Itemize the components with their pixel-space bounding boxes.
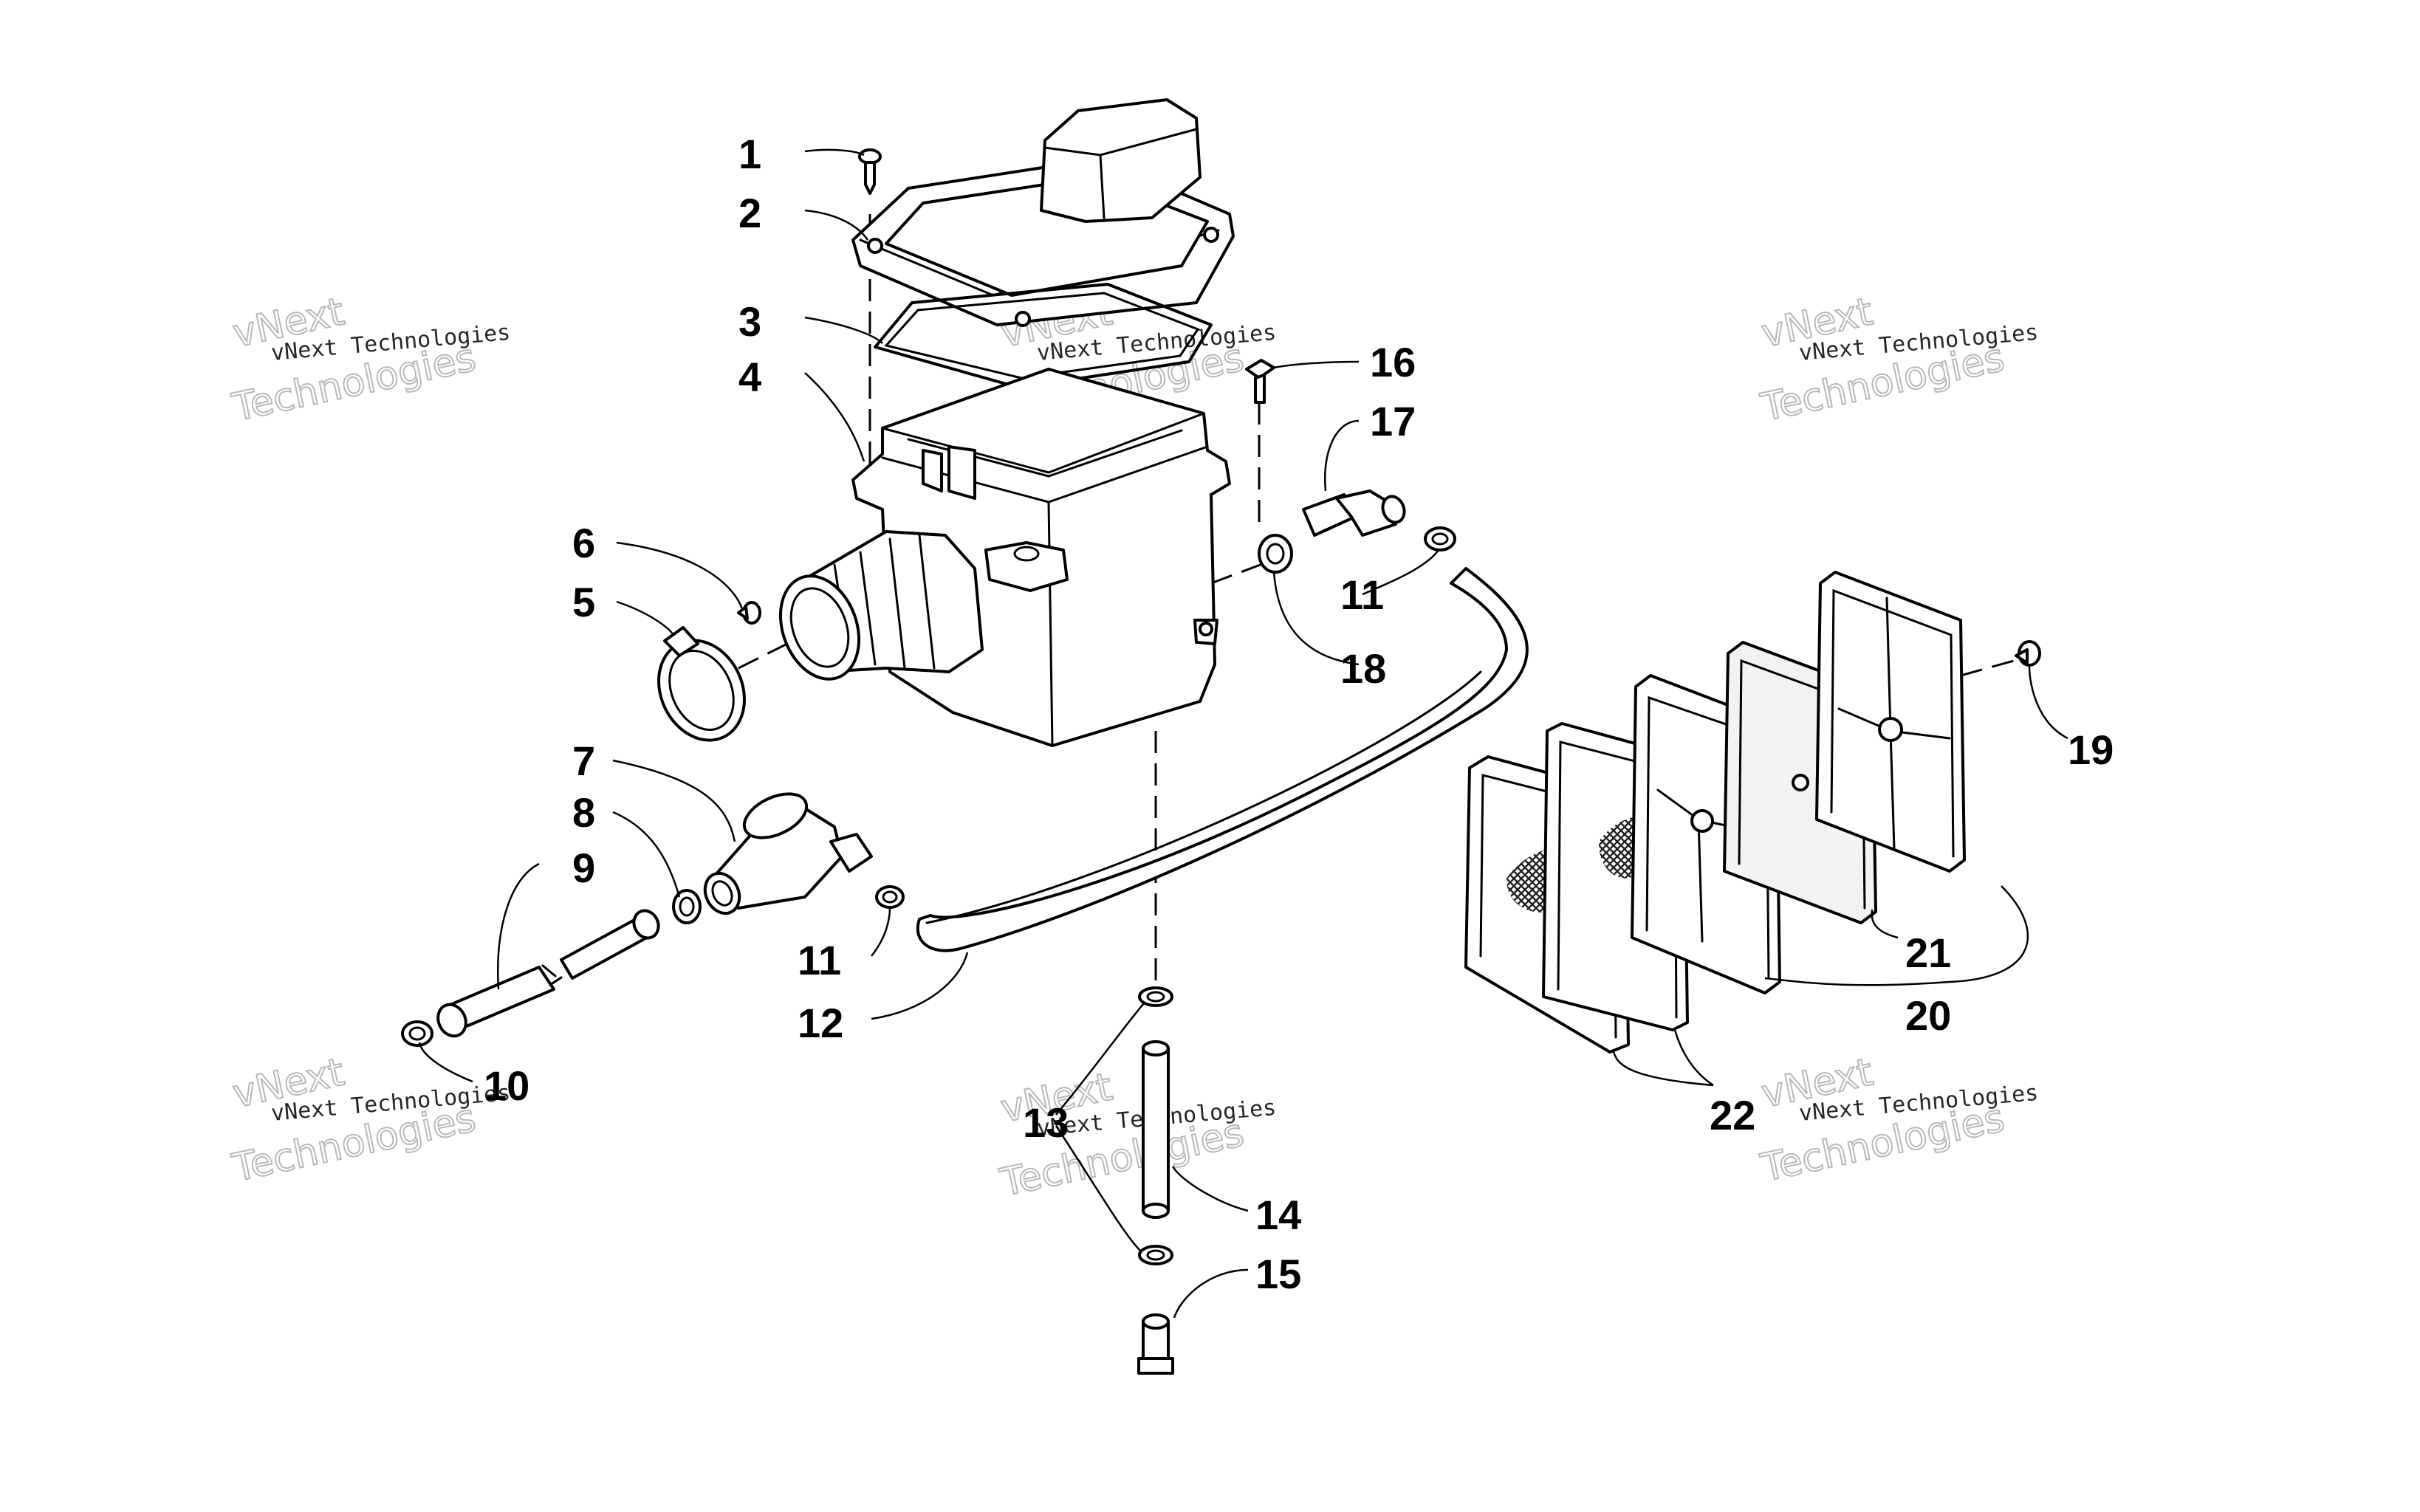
fitting-screw — [1245, 359, 1275, 404]
small-clamp-11-upper — [1424, 526, 1456, 551]
callout-5: 5 — [572, 579, 595, 625]
callout-10: 10 — [484, 1062, 529, 1109]
leader-lines — [418, 148, 2068, 1319]
callout-13: 13 — [1023, 1099, 1069, 1146]
callout-labels: 1 2 3 4 5 6 7 8 9 10 11 11 12 13 14 15 1… — [484, 131, 2114, 1297]
callout-2: 2 — [738, 190, 761, 236]
watermark-bottom-left: vNext Technologies vNext Technologies — [227, 1049, 511, 1191]
callout-20: 20 — [1905, 992, 1951, 1039]
small-clamp-11-lower — [875, 885, 905, 909]
drain-tube — [1142, 1040, 1170, 1219]
callout-11-lower: 11 — [798, 937, 841, 983]
small-clamp-10 — [401, 1020, 433, 1047]
callout-21: 21 — [1905, 929, 1951, 976]
callout-16: 16 — [1370, 339, 1416, 385]
callout-9: 9 — [572, 845, 595, 891]
drain-hose-short — [436, 909, 660, 1038]
small-clamp-8 — [672, 889, 702, 924]
callout-12: 12 — [798, 1000, 843, 1046]
clamp-screw — [737, 601, 761, 625]
callout-22: 22 — [1710, 1092, 1755, 1138]
callout-18: 18 — [1340, 645, 1386, 692]
drain-clamp-13-top — [1138, 986, 1173, 1007]
callout-4: 4 — [738, 354, 761, 400]
lid-screw — [858, 148, 882, 195]
watermark-top-left: vNext Technologies vNext Technologies — [227, 289, 511, 430]
filter-screw — [2015, 640, 2041, 667]
callout-3: 3 — [738, 298, 761, 345]
elbow-fitting — [1302, 489, 1406, 537]
callout-11-upper: 11 — [1340, 571, 1384, 618]
drain-clamp-13-bottom — [1138, 1245, 1173, 1265]
breather-hose-long — [916, 567, 1529, 952]
callout-14: 14 — [1255, 1192, 1301, 1238]
watermark-bottom-right: vNext Technologies vNext Technologies — [1756, 1049, 2039, 1191]
filter-frame-rear — [1815, 571, 1966, 873]
callout-6: 6 — [572, 520, 595, 566]
airbox-lid — [851, 98, 1235, 327]
grommet — [1258, 534, 1293, 574]
callout-8: 8 — [572, 789, 595, 836]
intake-boot — [778, 530, 984, 681]
callout-7: 7 — [572, 738, 595, 784]
drain-valve — [703, 792, 873, 915]
boot-clamp — [657, 626, 746, 742]
drain-plug — [1137, 1313, 1174, 1375]
callout-1: 1 — [738, 131, 761, 177]
watermark-top-right: vNext Technologies vNext Technologies — [1756, 289, 2039, 430]
callout-17: 17 — [1370, 398, 1416, 444]
callout-15: 15 — [1255, 1251, 1301, 1297]
callout-19: 19 — [2068, 726, 2114, 773]
